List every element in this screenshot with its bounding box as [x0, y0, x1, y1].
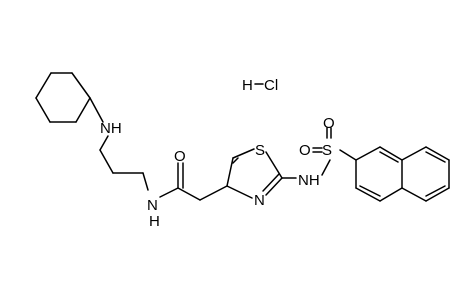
amide-group [159, 162, 228, 201]
carbonyl-oxygen-label: O [174, 148, 186, 165]
sulfonyl-sulfur-label: S [322, 142, 332, 159]
hcl-hydrogen-label: H [242, 77, 253, 94]
amine-nh-label: NH [100, 120, 122, 137]
sulfonyl-oxygen-top-label: O [323, 115, 335, 132]
naphthalene-ring [355, 146, 450, 202]
thiazole-nitrogen-label: N [254, 192, 265, 209]
amide-nitrogen-label: N [147, 197, 158, 214]
sulfonamide-nh-label: NH [298, 172, 320, 189]
thiazole-ring [226, 148, 297, 199]
cyclohexane-ring [35, 72, 91, 123]
amide-hydrogen-label: H [149, 213, 160, 230]
thiazole-sulfur-label: S [255, 142, 265, 159]
sulfonyl-oxygen-left-label: O [299, 142, 311, 159]
hcl-chlorine-label: Cl [264, 77, 278, 94]
sulfonyl-group [312, 127, 357, 176]
propyl-chain [89, 97, 149, 191]
